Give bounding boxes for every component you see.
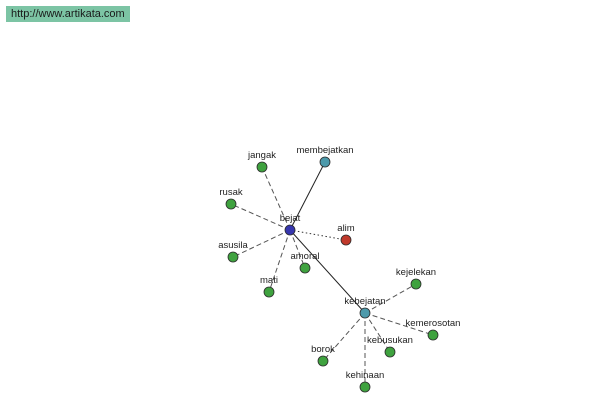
node-label-borok: borok: [311, 344, 335, 355]
edge-bejat-mati: [268, 229, 291, 293]
node-label-kehinaan: kehinaan: [346, 370, 385, 381]
graph-node-kejelekan[interactable]: [410, 278, 422, 290]
graph-node-kemerosotan[interactable]: [427, 329, 439, 341]
node-label-kebusukan: kebusukan: [367, 335, 413, 346]
graph-node-mati[interactable]: [263, 286, 275, 298]
node-label-bejat: bejat: [280, 213, 301, 224]
graph-node-membejatkan[interactable]: [319, 156, 331, 168]
graph-node-rusak[interactable]: [225, 198, 237, 210]
edge-kebejatan-kemerosotan: [364, 312, 434, 336]
edge-bejat-jangak: [261, 166, 291, 231]
graph-node-alim[interactable]: [340, 234, 352, 246]
node-label-alim: alim: [337, 223, 355, 234]
edge-bejat-asusila: [232, 229, 291, 258]
edge-bejat-alim: [289, 229, 347, 241]
node-label-asusila: asusila: [218, 240, 248, 251]
node-label-kejelekan: kejelekan: [396, 267, 436, 278]
edge-bejat-rusak: [230, 203, 291, 231]
node-label-kebejatan: kebejatan: [344, 296, 385, 307]
edge-kebejatan-kejelekan: [364, 283, 417, 314]
edge-bejat-amoral: [289, 229, 306, 269]
edge-kebejatan-kebusukan: [364, 312, 391, 353]
graph-node-kebejatan[interactable]: [359, 307, 371, 319]
edge-kebejatan-borok: [322, 312, 366, 362]
graph-node-amoral[interactable]: [299, 262, 311, 274]
node-label-membejatkan: membejatkan: [296, 145, 353, 156]
graph-node-jangak[interactable]: [256, 161, 268, 173]
graph-node-kehinaan[interactable]: [359, 381, 371, 393]
node-label-kemerosotan: kemerosotan: [406, 318, 461, 329]
graph-node-bejat[interactable]: [284, 224, 296, 236]
url-text[interactable]: http://www.artikata.com: [6, 6, 130, 22]
graph-node-kebusukan[interactable]: [384, 346, 396, 358]
node-label-mati: mati: [260, 275, 278, 286]
edge-bejat-kebejatan: [289, 229, 366, 314]
edge-bejat-membejatkan: [289, 161, 326, 231]
node-label-amoral: amoral: [290, 251, 319, 262]
node-label-rusak: rusak: [219, 187, 242, 198]
graph-node-asusila[interactable]: [227, 251, 239, 263]
graph-node-borok[interactable]: [317, 355, 329, 367]
node-label-jangak: jangak: [247, 150, 276, 161]
